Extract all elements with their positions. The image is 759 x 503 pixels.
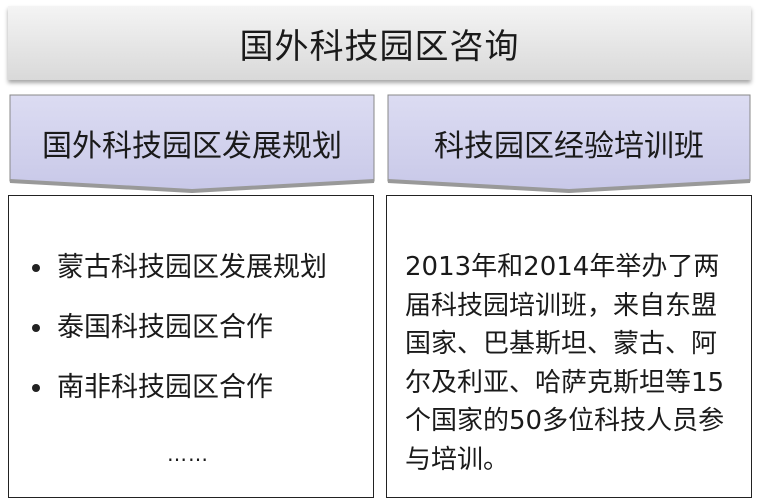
list-item: 泰国科技园区合作 [29, 308, 327, 368]
right-panel-header: 科技园区经验培训班 [386, 93, 752, 193]
list-item-label: 南非科技园区合作 [57, 372, 273, 403]
list-ellipsis: …… [167, 442, 209, 466]
list-item: 南非科技园区合作 [29, 368, 327, 428]
right-panel-heading: 科技园区经验培训班 [434, 129, 704, 164]
right-content-box: 2013年和2014年举办了两届科技园培训班，来自东盟国家、巴基斯坦、蒙古、阿尔… [386, 195, 752, 498]
left-panel-heading: 国外科技园区发展规划 [42, 129, 342, 164]
list-item-label: 蒙古科技园区发展规划 [57, 252, 327, 283]
page-title: 国外科技园区咨询 [8, 6, 751, 80]
training-description: 2013年和2014年举办了两届科技园培训班，来自东盟国家、巴基斯坦、蒙古、阿尔… [405, 252, 725, 475]
bullet-icon [32, 264, 40, 272]
bullet-icon [32, 324, 40, 332]
list-item: 蒙古科技园区发展规划 [29, 248, 327, 308]
list-item-label: 泰国科技园区合作 [57, 312, 273, 343]
bullet-icon [32, 384, 40, 392]
right-header-chevron-shape [387, 94, 751, 193]
project-list: 蒙古科技园区发展规划 泰国科技园区合作 南非科技园区合作 [29, 248, 327, 428]
left-panel-header: 国外科技园区发展规划 [8, 93, 376, 193]
left-content-box: 蒙古科技园区发展规划 泰国科技园区合作 南非科技园区合作 …… [8, 195, 374, 498]
left-header-chevron-shape [9, 94, 375, 193]
